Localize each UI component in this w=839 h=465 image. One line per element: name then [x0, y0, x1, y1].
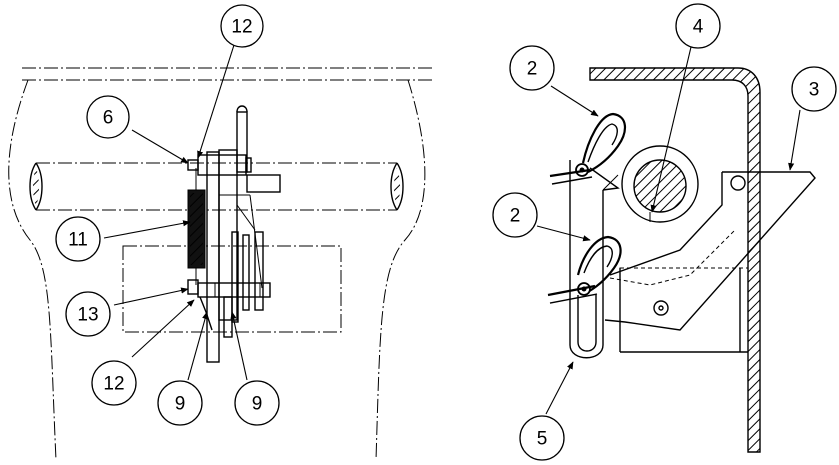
- callout-label: 2: [527, 59, 538, 80]
- callout-label: 11: [68, 230, 88, 251]
- callout-12-bottom: 12: [91, 360, 137, 406]
- callout-label: 2: [510, 206, 521, 227]
- shaft: [621, 145, 699, 223]
- angle-bracket: [589, 67, 761, 453]
- right-leaders: [536, 46, 801, 415]
- callout-label: 3: [809, 80, 820, 101]
- callout-label: 9: [252, 394, 263, 415]
- spring-coil: [190, 193, 203, 265]
- callout-11: 11: [55, 216, 101, 262]
- frame-outline: [8, 67, 432, 461]
- callout-5: 5: [519, 415, 565, 461]
- callout-label: 6: [103, 108, 114, 129]
- callout-label: 4: [693, 17, 704, 38]
- right-view: 2 4 3 2 5: [492, 3, 837, 461]
- callout-4: 4: [675, 3, 721, 49]
- cotter-pin-top: [549, 112, 626, 191]
- callout-2-middle: 2: [492, 192, 538, 238]
- callout-label: 13: [77, 305, 98, 326]
- callout-label: 12: [231, 17, 252, 38]
- cotter-pin-middle: [547, 235, 622, 304]
- left-view: 12 6 11 13 12 9 9: [8, 4, 432, 461]
- callout-12-top: 12: [220, 4, 264, 48]
- callout-label: 12: [103, 374, 124, 395]
- callout-2-top: 2: [509, 45, 555, 91]
- latch-assembly: [187, 105, 281, 363]
- hidden-block: [619, 267, 749, 353]
- callout-9-right: 9: [234, 380, 280, 426]
- latch-lever: [604, 171, 816, 331]
- callout-13: 13: [65, 291, 111, 337]
- left-leaders: [103, 44, 248, 381]
- callout-6: 6: [86, 95, 130, 139]
- callout-9-left: 9: [157, 380, 203, 426]
- callout-label: 5: [537, 429, 548, 450]
- callout-3: 3: [791, 66, 837, 112]
- callout-label: 9: [175, 394, 186, 415]
- horizontal-bar: [29, 162, 404, 211]
